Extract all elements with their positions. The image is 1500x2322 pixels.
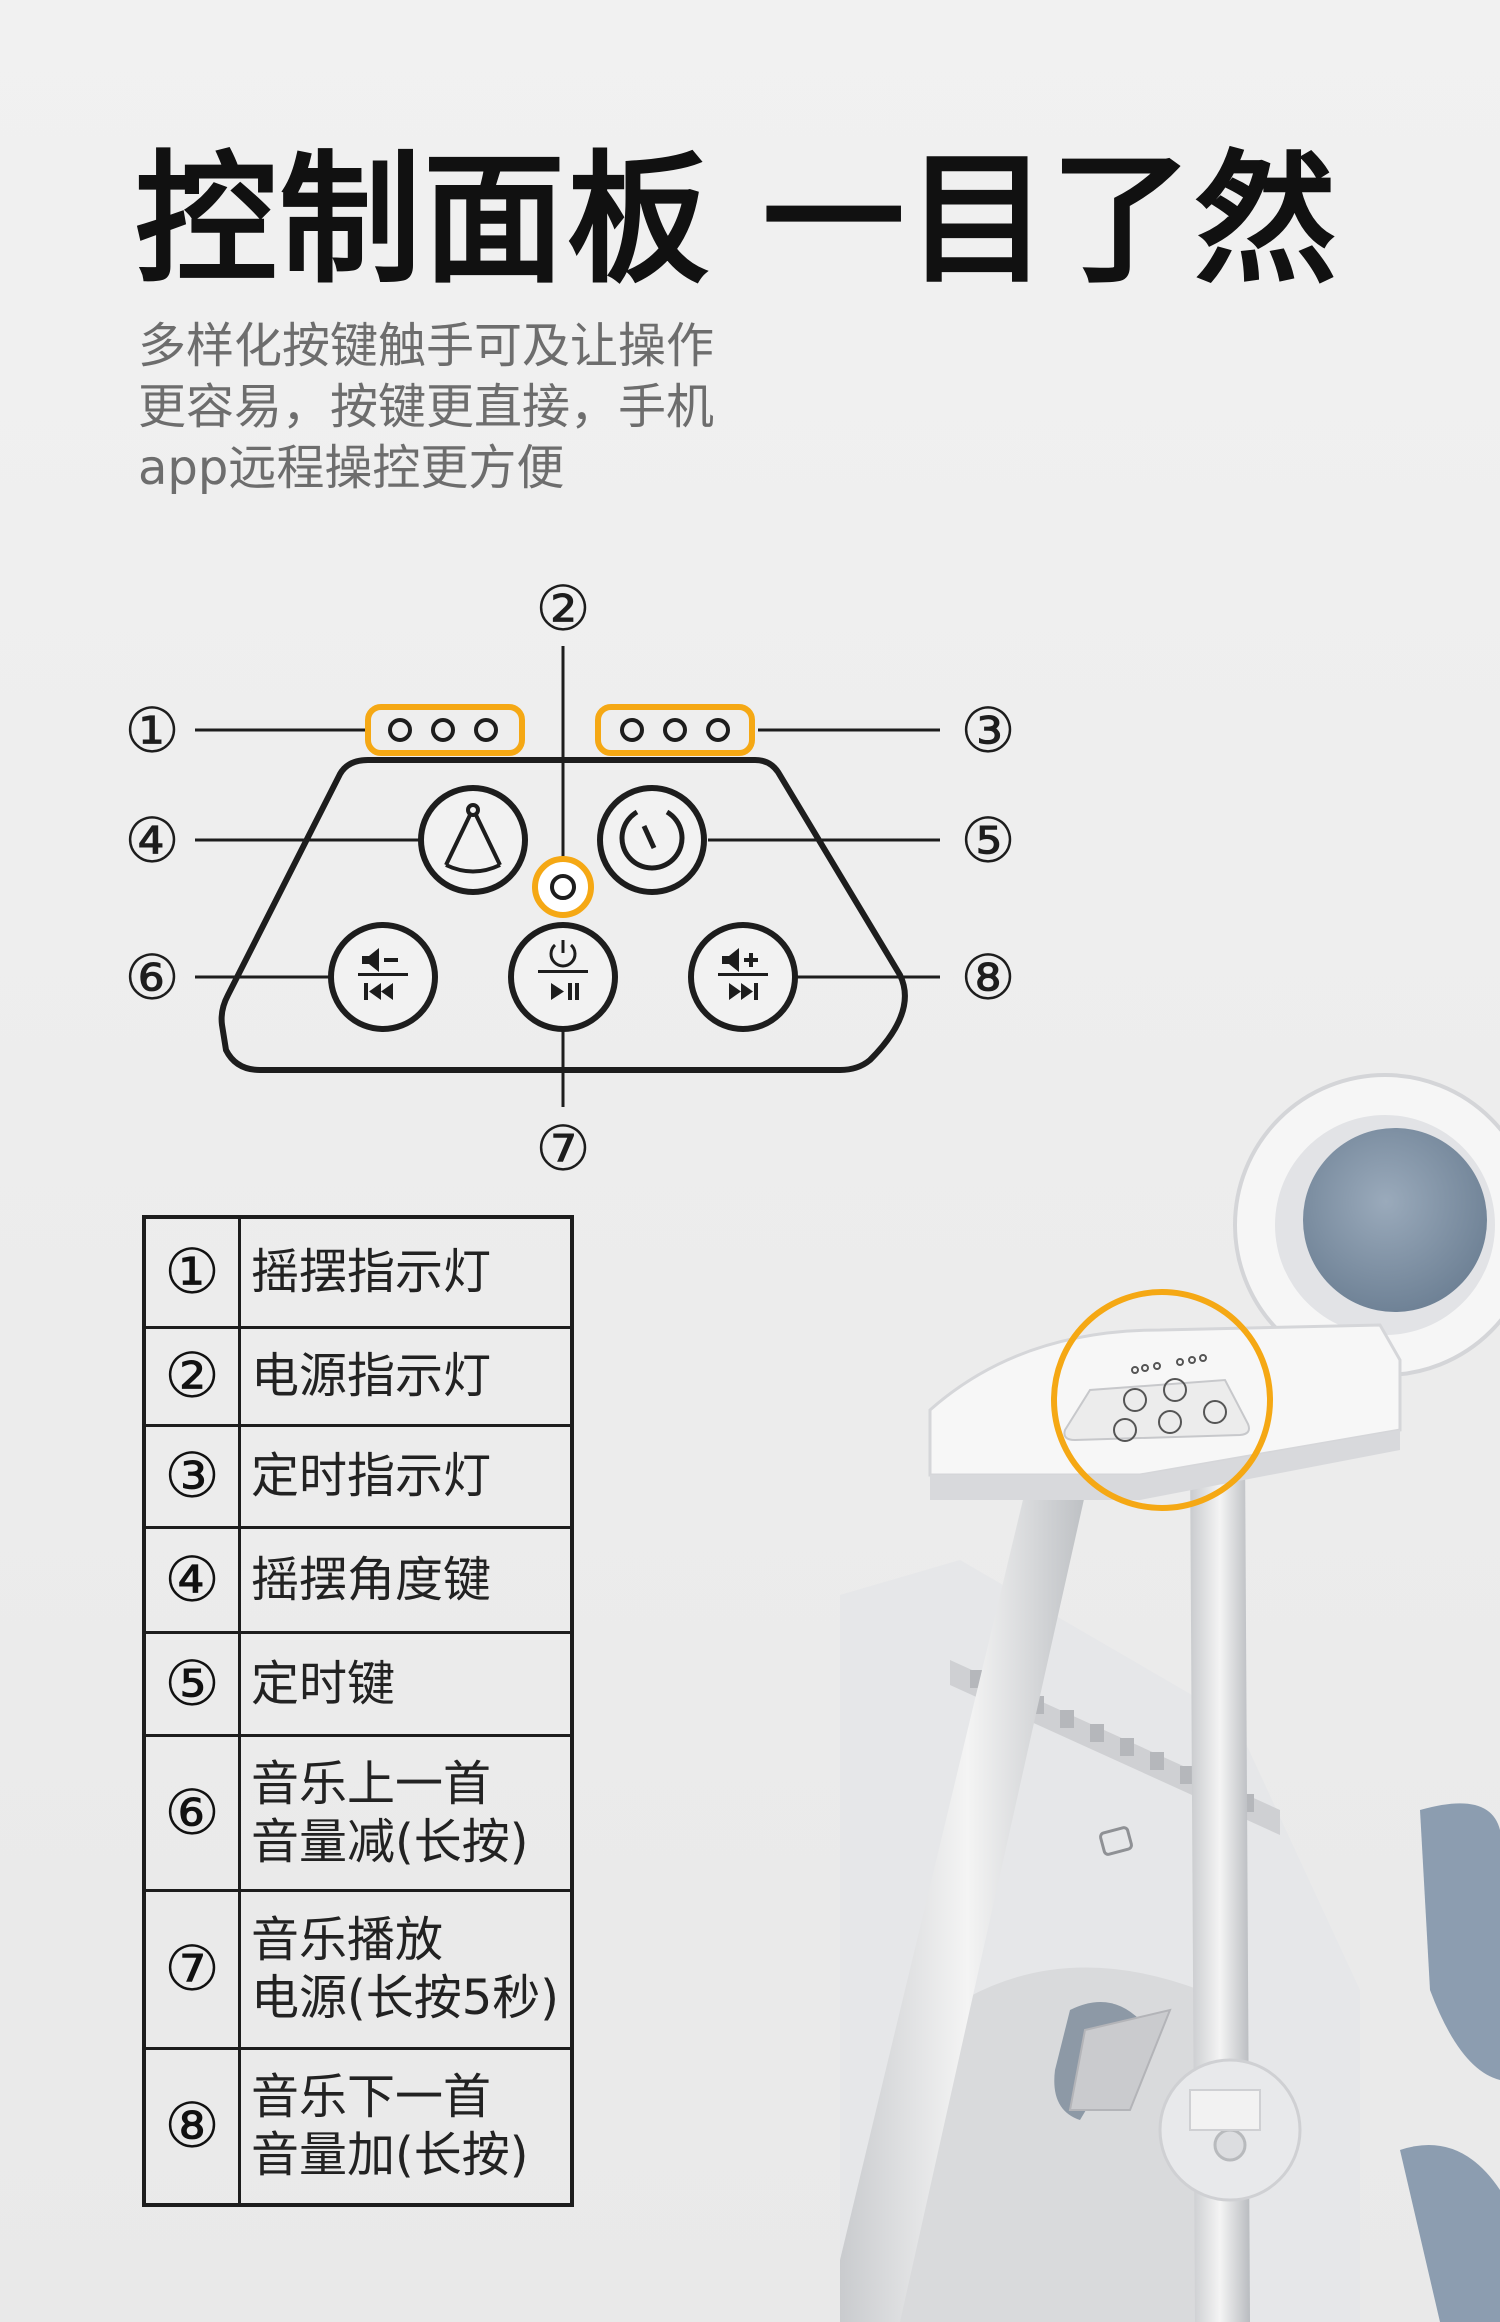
page-title: 控制面板 一目了然 [135, 138, 1339, 303]
callout-3: ③ [960, 694, 1016, 767]
swing-angle-icon [444, 803, 502, 874]
legend-label: 电源指示灯 [251, 1348, 492, 1404]
legend-row: ④ 摇摆角度键 [142, 1525, 574, 1634]
front-leg [840, 1450, 1095, 2322]
legend-row: ⑦ 音乐播放 电源(长按5秒) [142, 1888, 574, 2050]
callout-6: ⑥ [124, 941, 180, 1014]
subtitle-line: app远程操控更方便 [138, 440, 565, 496]
legend-label: 音乐上一首 [251, 1755, 492, 1812]
callout-5: ⑤ [960, 804, 1016, 877]
legend-number: ⑦ [142, 1888, 241, 2050]
callout-7: ⑦ [535, 1112, 591, 1185]
legend-number: ② [142, 1325, 241, 1427]
timer-button[interactable] [597, 785, 707, 895]
power-play-pause-button[interactable] [508, 922, 618, 1032]
legend-number: ④ [142, 1525, 241, 1634]
power-indicator-highlight [532, 856, 594, 918]
legend-row: ① 摇摆指示灯 [142, 1215, 574, 1329]
legend-row: ⑥ 音乐上一首 音量减(长按) [142, 1733, 574, 1892]
legend-row: ⑤ 定时键 [142, 1630, 574, 1737]
timer-indicator-led [663, 718, 687, 742]
control-panel-location-highlight [1051, 1289, 1273, 1511]
next-track-volume-up-icon [718, 948, 768, 1000]
swing-indicator-led [431, 718, 455, 742]
power-play-pause-icon [538, 940, 588, 1000]
next-track-volume-up-button[interactable] [688, 922, 798, 1032]
legend-label: 摇摆角度键 [251, 1551, 492, 1608]
legend-number: ③ [142, 1423, 241, 1529]
subtitle: 多样化按键触手可及让操作 更容易，按键更直接，手机 app远程操控更方便 [138, 316, 838, 499]
legend-row: ⑧ 音乐下一首 音量加(长按) [142, 2046, 574, 2207]
prev-track-volume-down-icon [358, 948, 408, 1000]
control-panel-diagram: ① ② ③ ④ ⑤ ⑥ ⑦ ⑧ [124, 572, 1016, 1185]
panel-outline [218, 757, 908, 1073]
swing-indicator-led [388, 718, 412, 742]
timer-indicator-highlight [595, 704, 755, 756]
callout-8: ⑧ [960, 941, 1016, 1014]
swing-angle-button[interactable] [418, 785, 528, 895]
legend-table: ① 摇摆指示灯 ② 电源指示灯 ③ 定时指示灯 ④ 摇摆角度键 ⑤ 定时键 ⑥ … [142, 1215, 574, 2207]
legend-row: ③ 定时指示灯 [142, 1423, 574, 1529]
legend-label: 音乐播放 [251, 1912, 444, 1968]
legend-label: 音量减(长按) [251, 1813, 529, 1870]
legend-number: ⑥ [142, 1733, 241, 1892]
timer-indicator-led [620, 718, 644, 742]
legend-label: 定时键 [251, 1655, 396, 1712]
swing-indicator-highlight [365, 704, 525, 756]
callout-2: ② [535, 572, 591, 645]
legend-number: ⑧ [142, 2046, 241, 2207]
legend-label: 电源(长按5秒) [251, 1970, 559, 2026]
legend-number: ⑤ [142, 1630, 241, 1737]
swing-indicator-led [474, 718, 498, 742]
callout-1: ① [124, 694, 180, 767]
legend-number: ① [142, 1215, 241, 1329]
subtitle-line: 多样化按键触手可及让操作 [138, 318, 715, 374]
legend-label: 摇摆指示灯 [251, 1244, 492, 1301]
power-indicator-led [550, 874, 576, 900]
subtitle-line: 更容易，按键更直接，手机 [138, 379, 715, 435]
legend-label: 音乐下一首 [251, 2069, 492, 2126]
legend-row: ② 电源指示灯 [142, 1325, 574, 1427]
legend-label: 定时指示灯 [251, 1448, 492, 1504]
timer-icon [619, 809, 685, 871]
prev-track-volume-down-button[interactable] [328, 922, 438, 1032]
hub-disc [1303, 1128, 1487, 1312]
product-illustration [840, 1073, 1500, 2322]
callout-4: ④ [124, 804, 180, 877]
timer-indicator-led [706, 718, 730, 742]
legend-label: 音量加(长按) [251, 2127, 529, 2184]
